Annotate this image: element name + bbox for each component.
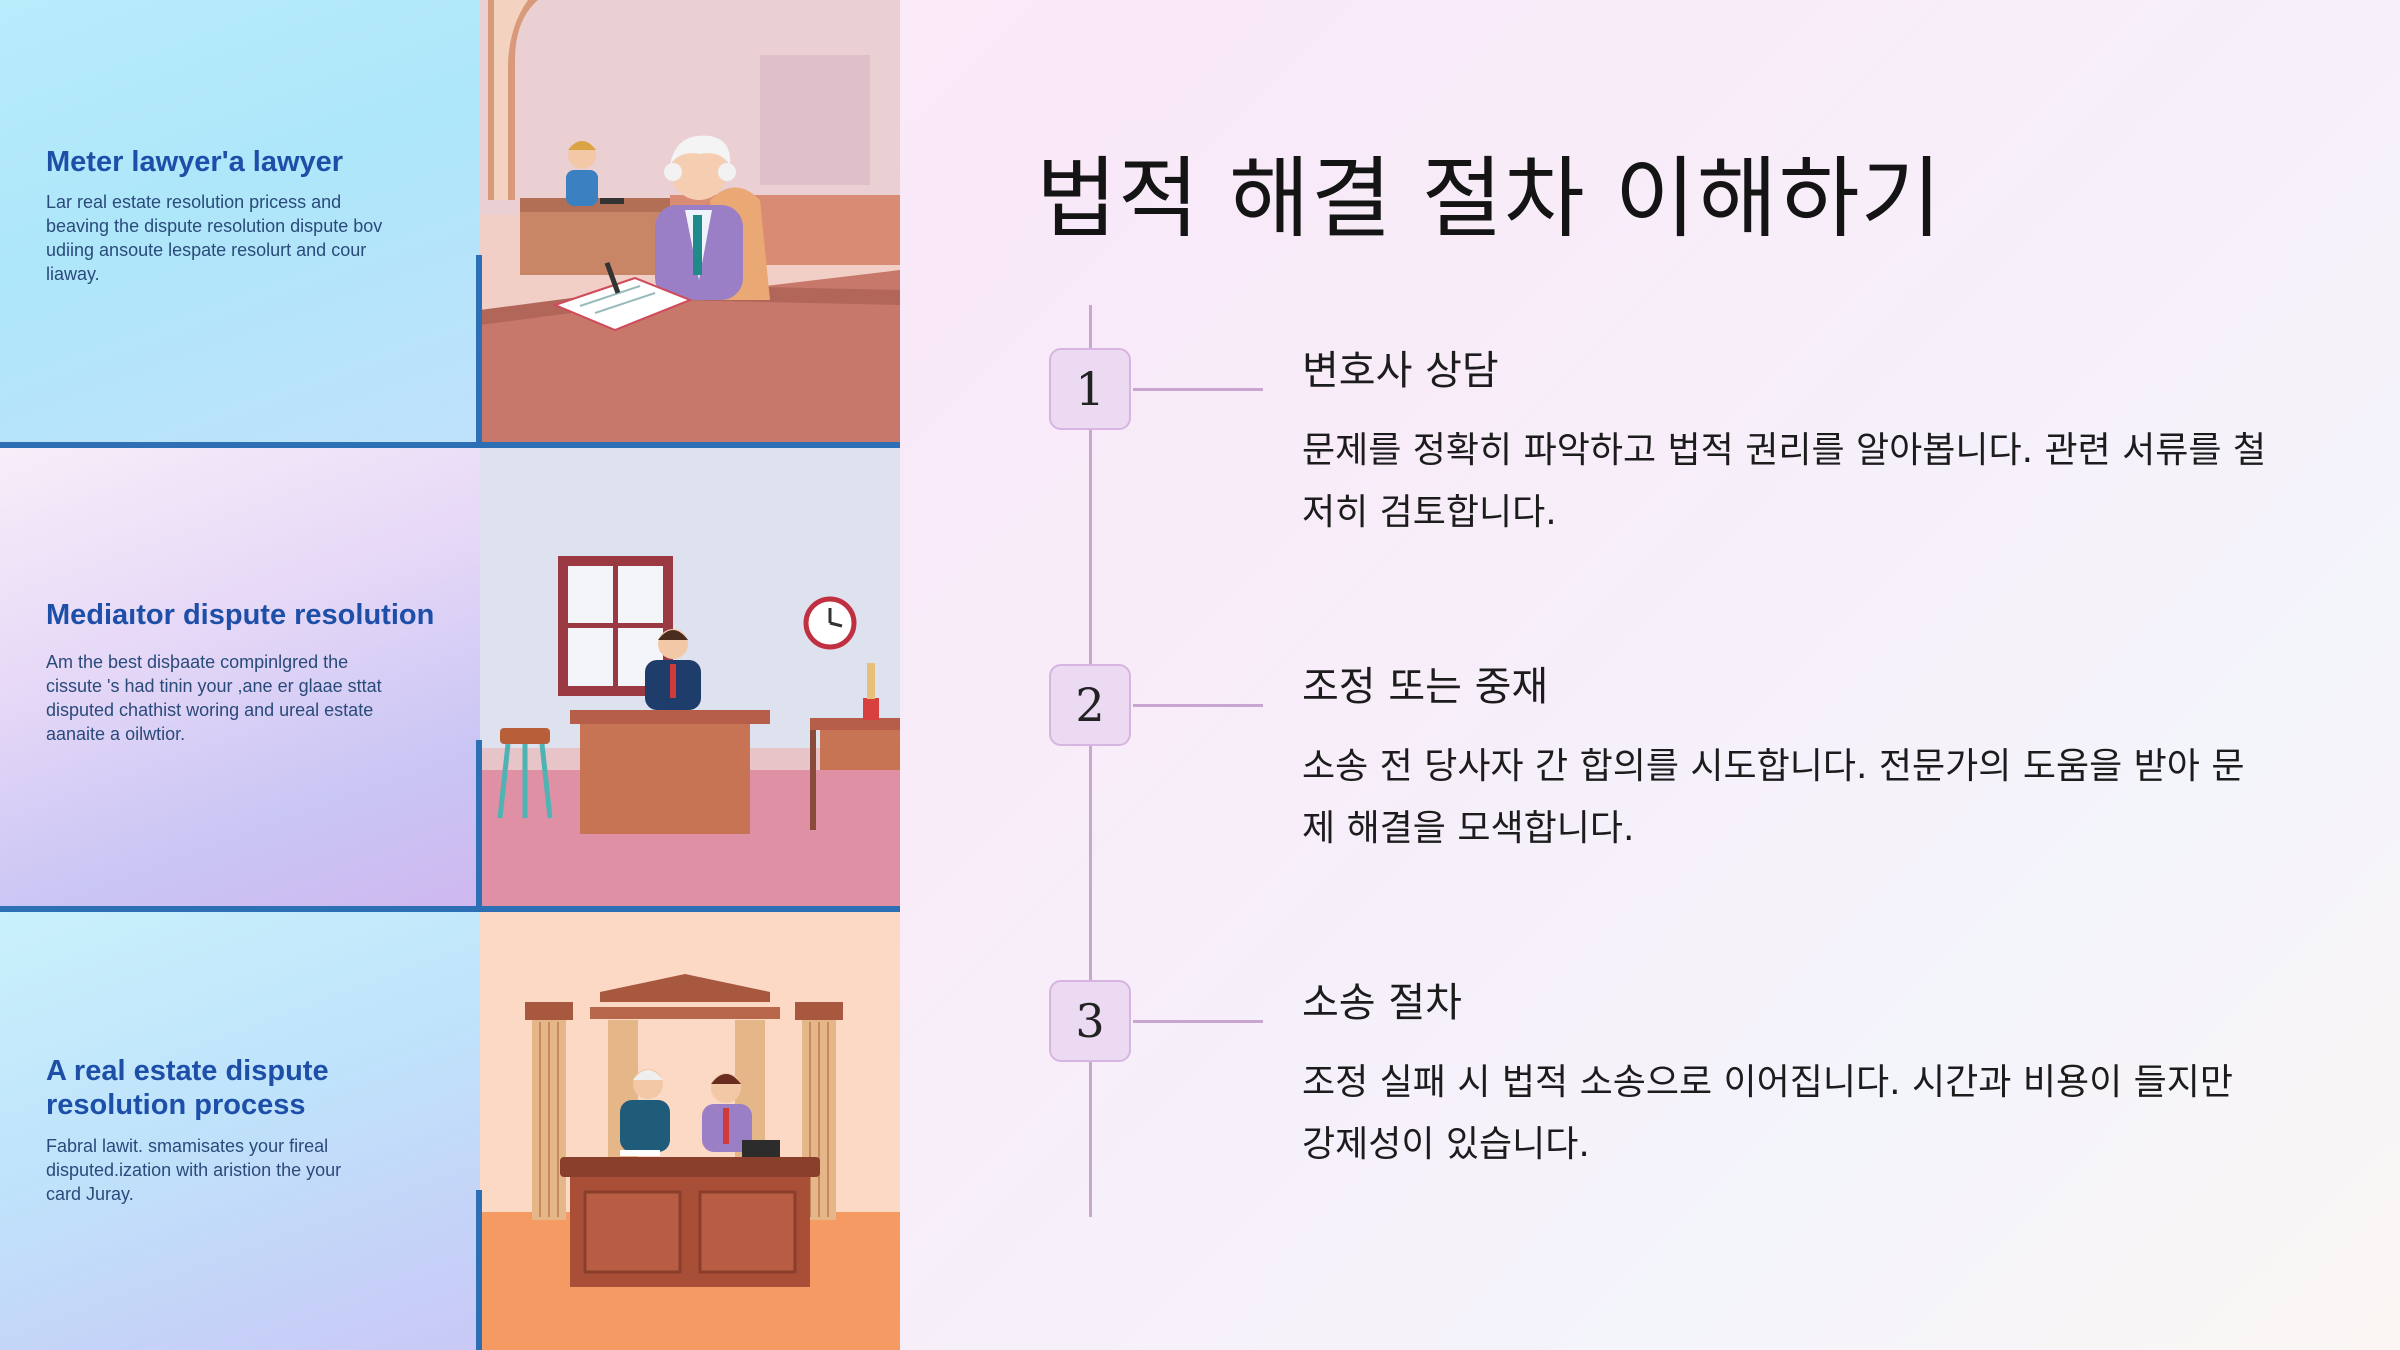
lawyer-panel-heading: Meter lawyer'a lawyer (46, 146, 344, 178)
step-1-connector (1133, 388, 1263, 391)
panel-divider (0, 906, 900, 912)
lawyer-panel: Meter lawyer'a lawyer Lar real estate re… (0, 0, 900, 442)
step-3-description: 조정 실패 시 법적 소송으로 이어집니다. 시간과 비용이 들지만 강제성이 … (1302, 1062, 2233, 1165)
mediator-panel-heading: Mediaıtor dispute resolution (46, 599, 435, 631)
step-2-number: 2 (1049, 664, 1131, 746)
step-1-title: 변호사 상담 (1302, 348, 1499, 394)
step-2-connector (1133, 704, 1263, 707)
timeline-line (1089, 305, 1092, 1217)
process-panel-heading: A real estate dispute resolution process (46, 1055, 329, 1121)
process-panel: A real estate dispute resolution process… (0, 912, 900, 1350)
panel-divider (0, 442, 900, 448)
courthouse-illustration (480, 912, 900, 1350)
process-panel-text: A real estate dispute resolution process… (0, 912, 480, 1350)
process-panel-body: Fabral lawit. smamisates your fireal dis… (46, 1136, 342, 1204)
illustration-column: Meter lawyer'a lawyer Lar real estate re… (0, 0, 900, 1350)
mediator-panel-body: Am the best disþaate compinlgred the cis… (46, 652, 382, 744)
mediator-panel-text: Mediaıtor dispute resolution Am the best… (0, 448, 480, 906)
step-3-number: 3 (1049, 980, 1131, 1062)
step-2-title: 조정 또는 중재 (1302, 664, 1549, 710)
lawyer-panel-body: Lar real estate resolution pricess and b… (46, 192, 383, 284)
lawyer-office-illustration (480, 0, 900, 442)
mediator-panel: Mediaıtor dispute resolution Am the best… (0, 448, 900, 906)
page-title: 법적 해결 절차 이해하기 (1036, 147, 1943, 250)
panel-divider (476, 740, 482, 906)
mediator-office-illustration (480, 448, 900, 906)
step-1-number: 1 (1049, 348, 1131, 430)
panel-divider (476, 1190, 482, 1350)
lawyer-panel-text: Meter lawyer'a lawyer Lar real estate re… (0, 0, 480, 442)
step-1-description: 문제를 정확히 파악하고 법적 권리를 알아봅니다. 관련 서류를 철저히 검토… (1302, 430, 2267, 533)
step-3-title: 소송 절차 (1302, 980, 1462, 1026)
step-2-description: 소송 전 당사자 간 합의를 시도합니다. 전문가의 도움을 받아 문제 해결을… (1302, 746, 2245, 849)
panel-divider (476, 255, 482, 442)
step-3-connector (1133, 1020, 1263, 1023)
